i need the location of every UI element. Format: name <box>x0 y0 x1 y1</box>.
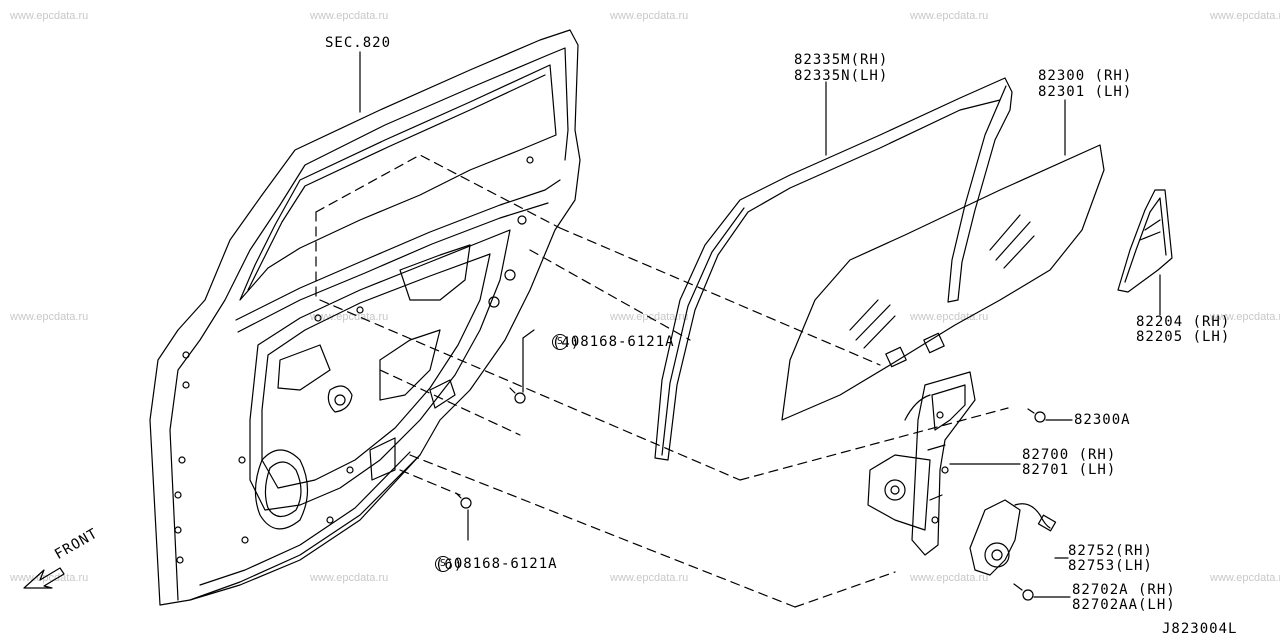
fastener-part-number: 08168-6121A <box>570 334 675 350</box>
window-regulator <box>867 371 976 556</box>
part-label-regulator-lh: 82701 (LH) <box>1022 462 1117 478</box>
watermark: www.epcdata.ru <box>1210 572 1280 584</box>
fastener-part-number: 08168-6121A <box>453 556 558 572</box>
watermark: www.epcdata.ru <box>310 572 389 584</box>
watermark: www.epcdata.ru <box>1210 10 1280 22</box>
bolt-icon <box>455 492 472 509</box>
part-label-motor-lh: 82753(LH) <box>1068 558 1153 574</box>
bolt-icon <box>509 387 526 404</box>
section-ref-label: SEC.820 <box>325 35 392 51</box>
part-label-regulator-bolt-rh: 82702A (RH) <box>1072 582 1176 598</box>
part-label-glass-bolt: 82300A <box>1074 412 1131 428</box>
part-label-glass-rh: 82300 (RH) <box>1038 68 1133 84</box>
part-label-sash-lh: 82335N(LH) <box>794 68 889 84</box>
part-label-regulator-bolt-lh: 82702AA(LH) <box>1072 597 1176 613</box>
front-indicator: FRONT <box>20 525 140 600</box>
watermark: www.epcdata.ru <box>10 572 89 584</box>
screw-symbol-icon: S <box>434 556 451 572</box>
watermark: www.epcdata.ru <box>1210 311 1280 323</box>
watermark: www.epcdata.ru <box>10 10 89 22</box>
diagram-id: J823004L <box>1162 621 1238 637</box>
regulator-motor <box>969 499 1057 576</box>
watermark: www.epcdata.ru <box>310 10 389 22</box>
door-glass <box>781 144 1105 421</box>
watermark: www.epcdata.ru <box>610 572 689 584</box>
front-label: FRONT <box>52 525 101 563</box>
watermark: www.epcdata.ru <box>610 10 689 22</box>
watermark: www.epcdata.ru <box>910 311 989 323</box>
fastener-qty-upper: (4) <box>552 335 581 351</box>
watermark: www.epcdata.ru <box>910 572 989 584</box>
assembly-lines <box>315 154 1009 608</box>
screw-symbol-icon: S <box>551 334 568 350</box>
part-label-regulator-rh: 82700 (RH) <box>1022 447 1117 463</box>
bolt-icon <box>1013 583 1034 601</box>
leader-line <box>522 329 535 339</box>
window-sash <box>654 77 1013 461</box>
front-arrow-icon <box>23 567 65 589</box>
corner-glass <box>1117 189 1173 293</box>
fastener-qty-lower: (6) <box>435 557 464 573</box>
watermark: www.epcdata.ru <box>10 311 89 323</box>
watermark: www.epcdata.ru <box>910 10 989 22</box>
part-label-glass-lh: 82301 (LH) <box>1038 84 1133 100</box>
part-label-corner-glass-rh: 82204 (RH) <box>1136 314 1231 330</box>
watermark: www.epcdata.ru <box>310 311 389 323</box>
part-label-motor-rh: 82752(RH) <box>1068 543 1153 559</box>
part-label-corner-glass-lh: 82205 (LH) <box>1136 329 1231 345</box>
bolt-icon <box>1027 408 1046 423</box>
part-label-sash-rh: 82335M(RH) <box>794 52 889 68</box>
door-panel <box>149 29 581 606</box>
